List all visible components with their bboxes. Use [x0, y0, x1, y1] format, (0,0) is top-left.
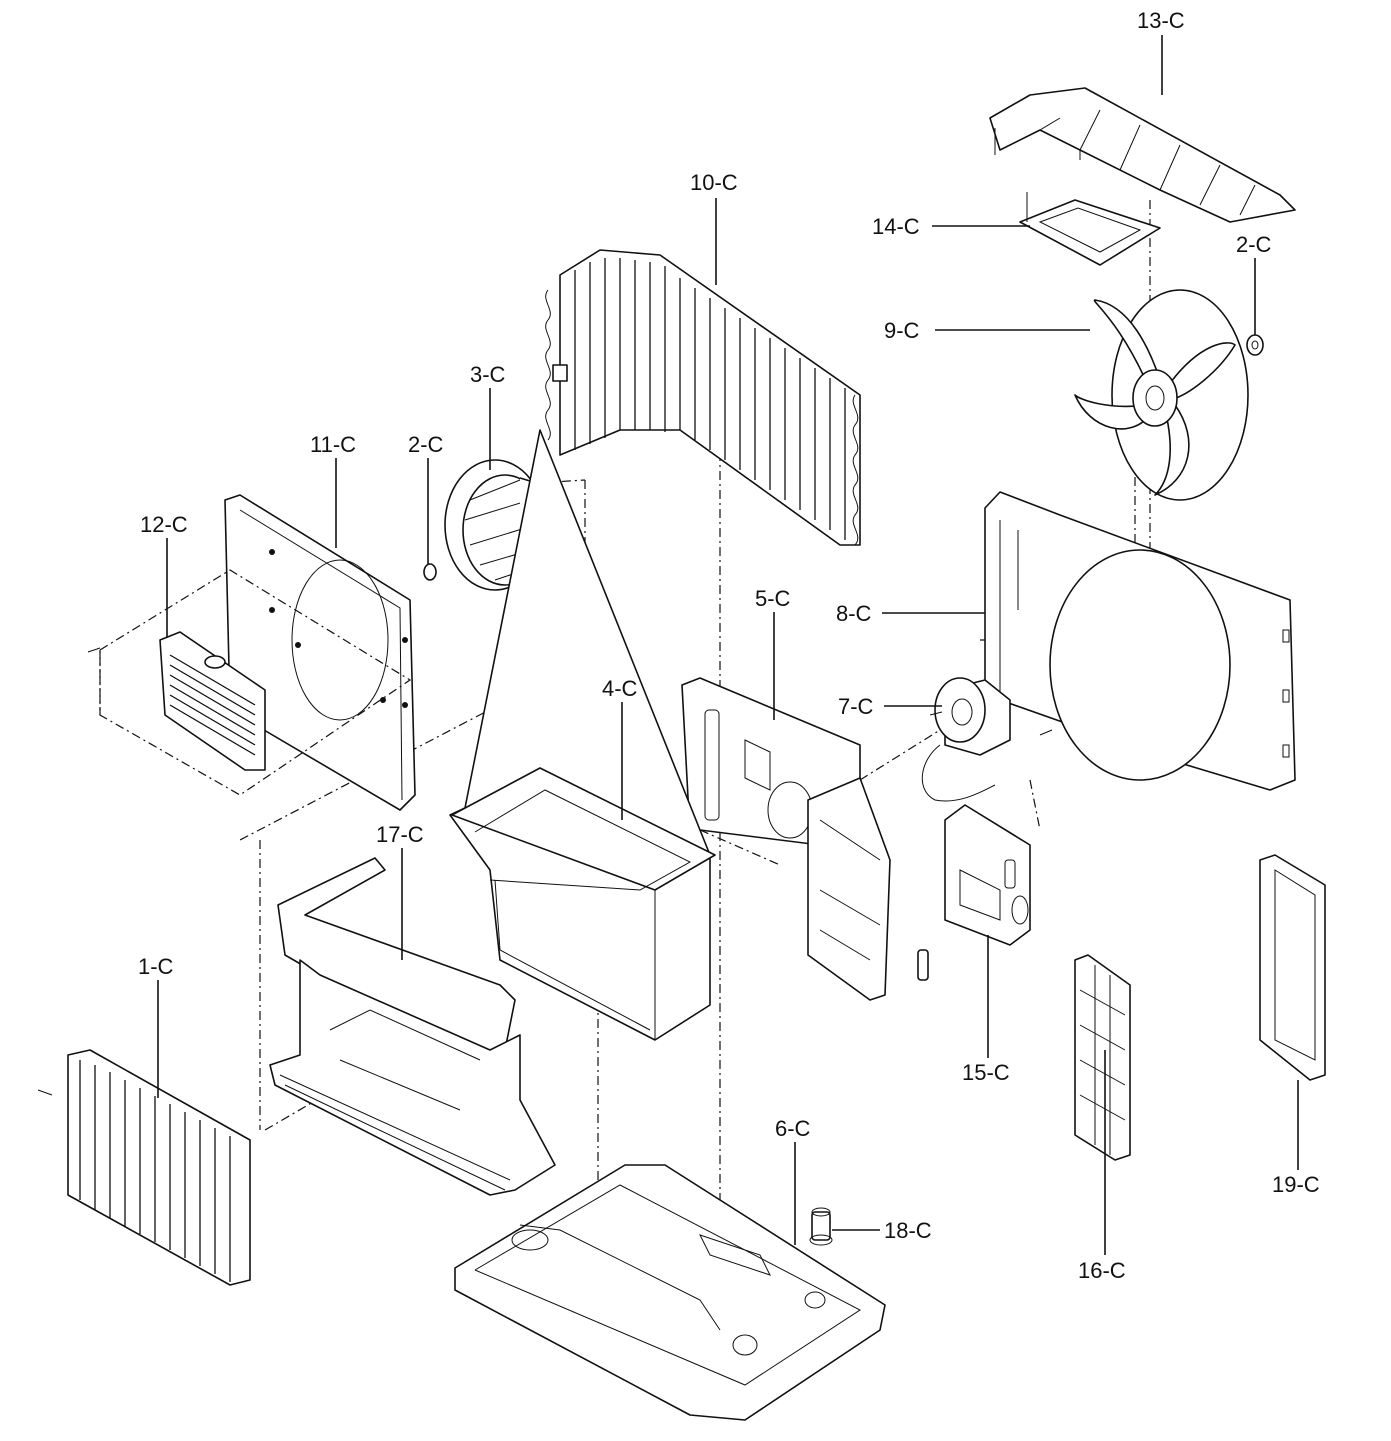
label-2c-right: 2-C [1236, 232, 1272, 257]
label-9c: 9-C [884, 318, 920, 343]
part-13c-top-cover [989, 87, 1296, 223]
label-14c: 14-C [872, 214, 920, 239]
label-18c: 18-C [884, 1218, 932, 1243]
part-15c-capacitor-bracket [944, 804, 1031, 946]
label-4c: 4-C [602, 676, 638, 701]
label-13c: 13-C [1137, 8, 1185, 33]
part-19c-side-channel [1259, 854, 1326, 1081]
leader-lines [157, 35, 1299, 1255]
part-7c-motor [921, 677, 1053, 802]
part-1c-condenser-coil [37, 1049, 251, 1286]
part-8c-shroud [984, 491, 1296, 791]
part-11c-frame [224, 494, 416, 811]
label-19c: 19-C [1272, 1172, 1320, 1197]
part-17c-base-frame [269, 857, 556, 1196]
part-labels: 13-C 14-C 2-C 9-C 10-C 3-C 11-C 2-C 12-C… [138, 8, 1320, 1283]
part-2c-nut-left [423, 563, 437, 581]
label-17c: 17-C [376, 822, 424, 847]
part-9c-axial-fan [1074, 289, 1249, 501]
part-18c-fitting [809, 1207, 833, 1246]
part-2c-nut-right [1246, 334, 1264, 356]
label-8c: 8-C [836, 601, 872, 626]
label-11c: 11-C [310, 432, 356, 457]
part-4c-air-duct [449, 429, 716, 1041]
part-14c-bracket [1019, 192, 1161, 266]
label-15c: 15-C [962, 1060, 1010, 1085]
label-16c: 16-C [1078, 1258, 1126, 1283]
part-5c-control-bracket [807, 777, 929, 1001]
label-2c-left: 2-C [408, 432, 444, 457]
part-6c-base-pan [454, 1164, 886, 1421]
part-10c-coil [545, 249, 861, 546]
part-16c-grille [1074, 954, 1131, 1161]
part-12c-control-unit [87, 569, 412, 796]
label-1c: 1-C [138, 954, 174, 979]
label-6c: 6-C [775, 1116, 811, 1141]
label-10c: 10-C [690, 170, 738, 195]
label-3c: 3-C [470, 362, 506, 387]
label-7c: 7-C [838, 694, 874, 719]
label-5c: 5-C [755, 586, 791, 611]
label-12c: 12-C [140, 512, 188, 537]
